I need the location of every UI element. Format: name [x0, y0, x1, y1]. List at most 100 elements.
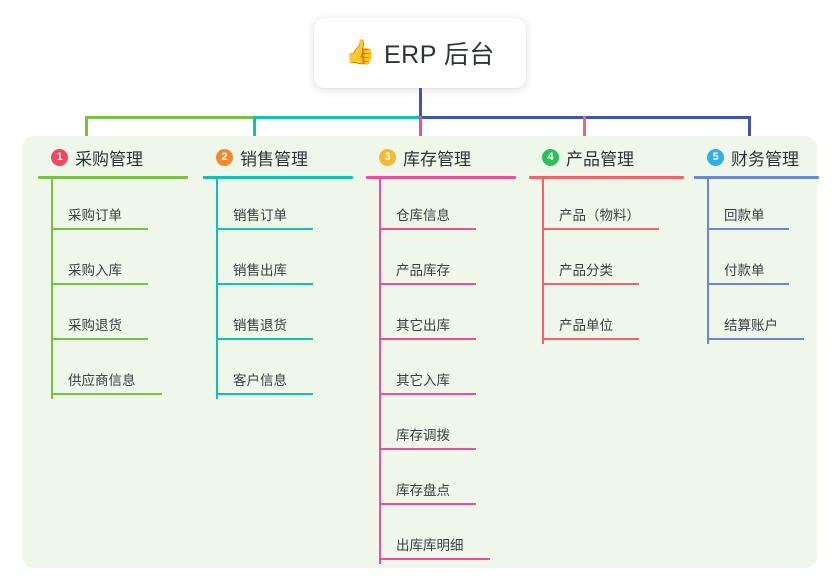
branch-item-rule: [379, 393, 476, 395]
branch-item-rule: [216, 393, 313, 395]
branch-item-label: 其它入库: [396, 373, 450, 388]
branch-item[interactable]: 产品库存: [366, 234, 516, 289]
branch-number-badge: 5: [707, 148, 724, 166]
branch-title: 产品管理: [566, 149, 634, 169]
branch-item-label: 采购订单: [68, 208, 122, 223]
branch-item[interactable]: 产品（物料）: [529, 179, 684, 234]
branch-item-rule: [51, 228, 148, 230]
branch-drop-connector-3: [419, 116, 422, 144]
branch-underline: [366, 176, 516, 179]
branch-column-5: 5 财务管理回款单付款单结算账户: [694, 144, 819, 344]
branch-item-label: 销售退货: [233, 318, 287, 333]
branch-items: 仓库信息产品库存其它出库其它入库库存调拨库存盘点出库库明细: [366, 179, 516, 564]
branch-drop-connector-4: [583, 116, 586, 144]
branch-header-5[interactable]: 5 财务管理: [694, 144, 819, 170]
branch-item-rule: [379, 503, 476, 505]
branch-item[interactable]: 回款单: [694, 179, 819, 234]
branch-title: 财务管理: [731, 149, 799, 169]
branch-item[interactable]: 库存盘点: [366, 454, 516, 509]
branch-header-4[interactable]: 4 产品管理: [529, 144, 684, 170]
bus-segment-1: [85, 116, 254, 119]
branch-item-rule: [51, 393, 162, 395]
branch-item-label: 客户信息: [233, 373, 287, 388]
branch-item[interactable]: 采购入库: [38, 234, 188, 289]
branch-item[interactable]: 产品分类: [529, 234, 684, 289]
branch-title: 销售管理: [240, 149, 308, 169]
branch-item[interactable]: 其它入库: [366, 344, 516, 399]
branch-item-rule: [379, 338, 476, 340]
branch-underline: [694, 176, 819, 179]
branch-item[interactable]: 客户信息: [203, 344, 353, 399]
branch-item-rule: [542, 228, 659, 230]
branch-underline: [529, 176, 684, 179]
branch-item[interactable]: 供应商信息: [38, 344, 188, 399]
branch-item-rule: [379, 228, 476, 230]
branch-items: 销售订单销售出库销售退货客户信息: [203, 179, 353, 399]
branch-item-rule: [542, 338, 639, 340]
branch-item[interactable]: 其它出库: [366, 289, 516, 344]
branch-item[interactable]: 销售出库: [203, 234, 353, 289]
branch-items: 回款单付款单结算账户: [694, 179, 819, 344]
branch-underline: [38, 176, 188, 179]
branch-item[interactable]: 仓库信息: [366, 179, 516, 234]
branch-item-label: 付款单: [724, 263, 765, 278]
branch-item-rule: [379, 283, 476, 285]
branch-item[interactable]: 销售退货: [203, 289, 353, 344]
branch-item-rule: [707, 283, 789, 285]
branch-item[interactable]: 销售订单: [203, 179, 353, 234]
branch-item-label: 销售订单: [233, 208, 287, 223]
branch-item-rule: [542, 283, 639, 285]
branch-item-rule: [51, 338, 148, 340]
branch-number-badge: 3: [379, 148, 396, 166]
branch-item[interactable]: 采购退货: [38, 289, 188, 344]
branch-item[interactable]: 产品单位: [529, 289, 684, 344]
branch-spine: [707, 179, 709, 344]
branch-item-rule: [379, 558, 490, 560]
branch-items: 采购订单采购入库采购退货供应商信息: [38, 179, 188, 399]
branch-number-badge: 4: [542, 148, 559, 166]
branch-item-rule: [707, 228, 789, 230]
branch-item-label: 采购入库: [68, 263, 122, 278]
bus-segment-2: [253, 116, 421, 119]
branch-item-label: 结算账户: [724, 318, 778, 333]
branch-item-label: 供应商信息: [68, 373, 136, 388]
branch-title: 采购管理: [75, 149, 143, 169]
branch-panel-background: [22, 136, 817, 568]
branch-item-label: 出库库明细: [396, 538, 464, 553]
root-title: ERP 后台: [383, 41, 495, 69]
branch-item-label: 产品（物料）: [559, 208, 640, 223]
branch-item[interactable]: 库存调拨: [366, 399, 516, 454]
branch-drop-connector-1: [85, 116, 88, 144]
branch-item-label: 其它出库: [396, 318, 450, 333]
branch-spine: [216, 179, 218, 399]
branch-item-label: 销售出库: [233, 263, 287, 278]
branch-header-3[interactable]: 3 库存管理: [366, 144, 516, 170]
branch-item-rule: [216, 228, 313, 230]
branch-drop-connector-5: [748, 116, 751, 144]
root-drop-connector: [419, 88, 422, 117]
branch-item-rule: [216, 283, 313, 285]
branch-drop-connector-2: [253, 116, 256, 144]
branch-item[interactable]: 付款单: [694, 234, 819, 289]
branch-item-rule: [707, 338, 804, 340]
branch-spine: [379, 179, 381, 564]
branch-item-rule: [51, 283, 148, 285]
branch-item-label: 库存盘点: [396, 483, 450, 498]
thumbs-up-icon: 👍: [345, 39, 375, 66]
branch-underline: [203, 176, 353, 179]
branch-item-label: 产品库存: [396, 263, 450, 278]
branch-item-rule: [379, 448, 476, 450]
root-node[interactable]: 👍 ERP 后台: [314, 18, 526, 88]
branch-item-rule: [216, 338, 313, 340]
branch-item-label: 产品单位: [559, 318, 613, 333]
branch-item[interactable]: 出库库明细: [366, 509, 516, 564]
root-node-content: 👍 ERP 后台: [345, 35, 495, 71]
branch-item[interactable]: 结算账户: [694, 289, 819, 344]
branch-item[interactable]: 采购订单: [38, 179, 188, 234]
branch-title: 库存管理: [403, 149, 471, 169]
